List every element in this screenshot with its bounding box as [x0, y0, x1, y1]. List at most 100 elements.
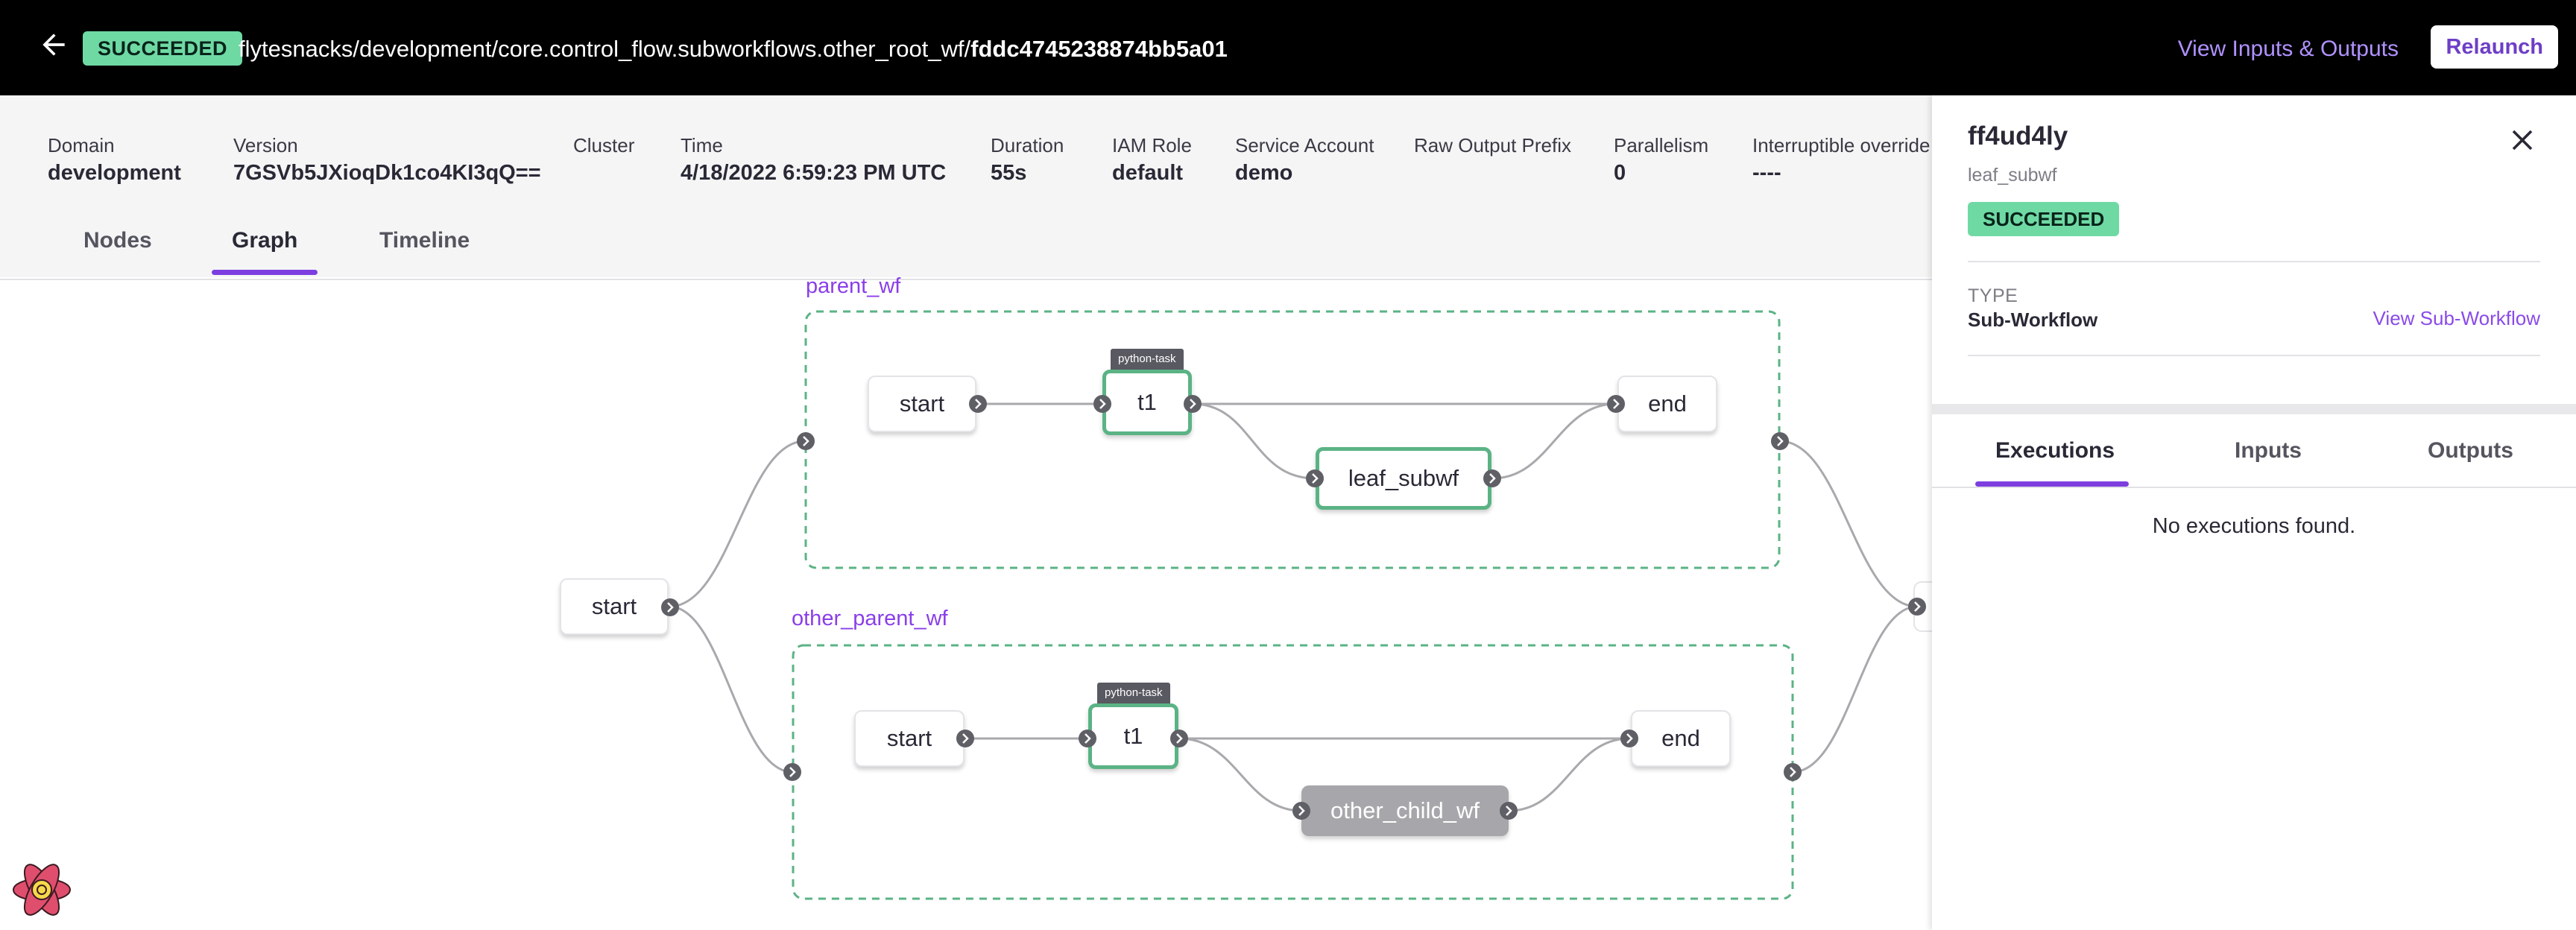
- root-start-node[interactable]: start: [560, 578, 669, 635]
- close-icon[interactable]: [2509, 127, 2536, 154]
- meta-value: default: [1112, 161, 1184, 185]
- type-value: Sub-Workflow: [1968, 309, 2098, 331]
- meta-value: development: [48, 161, 181, 185]
- meta-raw-output-prefix: Raw Output Prefix: [1414, 133, 1571, 158]
- chevron-right-icon: [661, 598, 679, 616]
- chevron-right-icon: [1093, 395, 1111, 413]
- edge: [669, 440, 806, 608]
- meta-cluster: Cluster: [573, 133, 634, 158]
- end-node[interactable]: end: [1617, 376, 1717, 432]
- view-inputs-outputs-link[interactable]: View Inputs & Outputs: [2177, 37, 2399, 61]
- meta-value: ----: [1752, 161, 1781, 185]
- node-subtitle: leaf_subwf: [1968, 165, 2057, 186]
- meta-service-account: Service Account demo: [1235, 133, 1374, 188]
- chevron-right-icon: [1607, 395, 1625, 413]
- chevron-right-icon: [1500, 802, 1518, 820]
- meta-label: Parallelism: [1614, 134, 1709, 156]
- divider: [0, 279, 1932, 280]
- meta-domain: Domain development: [48, 133, 181, 188]
- top-bar: SUCCEEDED flytesnacks/development/core.c…: [0, 0, 2576, 95]
- subworkflow-node[interactable]: other_child_wf: [1301, 785, 1509, 836]
- execution-id: fddc4745238874bb5a01: [970, 36, 1228, 62]
- workflow-graph[interactable]: parent_wf other_parent_wf start start py…: [0, 274, 1932, 930]
- section-separator: [1932, 404, 2576, 414]
- edge: [1779, 440, 1918, 608]
- edge: [1508, 737, 1630, 812]
- subworkflow-label: parent_wf: [806, 274, 901, 298]
- chevron-right-icon: [783, 763, 801, 781]
- node-details-panel: ff4ud4ly leaf_subwf SUCCEEDED TYPE Sub-W…: [1932, 95, 2576, 930]
- tab-timeline[interactable]: Timeline: [379, 228, 470, 253]
- meta-label: Time: [681, 134, 723, 156]
- divider: [1932, 487, 2576, 488]
- meta-value: 0: [1614, 161, 1626, 185]
- task-type-tag: python-task: [1111, 349, 1184, 370]
- meta-value: 55s: [991, 161, 1027, 185]
- meta-iam-role: IAM Role default: [1112, 133, 1192, 188]
- chevron-right-icon: [797, 432, 815, 450]
- tab-executions[interactable]: Executions: [1995, 438, 2115, 463]
- meta-time: Time 4/18/2022 6:59:23 PM UTC: [681, 133, 946, 188]
- meta-value: 7GSVb5JXioqDk1co4KI3qQ==: [233, 161, 541, 185]
- chevron-right-icon: [1908, 598, 1926, 616]
- type-label: TYPE: [1968, 285, 2018, 306]
- meta-value: demo: [1235, 161, 1293, 185]
- end-node[interactable]: end: [1631, 710, 1731, 767]
- tab-graph[interactable]: Graph: [232, 228, 298, 253]
- meta-interruptible-override: Interruptible override ----: [1752, 133, 1930, 188]
- relaunch-button[interactable]: Relaunch: [2431, 25, 2558, 69]
- chevron-right-icon: [1170, 730, 1188, 747]
- tab-inputs[interactable]: Inputs: [2235, 438, 2302, 463]
- task-node[interactable]: t1: [1102, 370, 1192, 435]
- meta-label: Interruptible override: [1752, 134, 1931, 156]
- chevron-right-icon: [1306, 469, 1324, 487]
- task-node[interactable]: t1: [1088, 703, 1178, 769]
- parent-wf-container: [804, 310, 1781, 569]
- tab-outputs[interactable]: Outputs: [2428, 438, 2513, 463]
- meta-label: Duration: [991, 134, 1064, 156]
- meta-label: IAM Role: [1112, 134, 1192, 156]
- chevron-right-icon: [969, 395, 987, 413]
- tab-nodes[interactable]: Nodes: [83, 228, 152, 253]
- chevron-right-icon: [1292, 802, 1310, 820]
- execution-status-badge: SUCCEEDED: [83, 31, 243, 66]
- edge: [669, 605, 793, 774]
- meta-version: Version 7GSVb5JXioqDk1co4KI3qQ==: [233, 133, 541, 188]
- meta-duration: Duration 55s: [991, 133, 1064, 188]
- chevron-right-icon: [1184, 395, 1202, 413]
- meta-label: Cluster: [573, 134, 635, 156]
- active-tab-indicator: [212, 270, 318, 275]
- meta-label: Raw Output Prefix: [1414, 134, 1571, 156]
- meta-label: Version: [233, 134, 298, 156]
- view-sub-workflow-link[interactable]: View Sub-Workflow: [2373, 307, 2540, 329]
- chevron-right-icon: [1483, 469, 1501, 487]
- divider: [1968, 355, 2540, 356]
- flyte-logo-icon: [13, 864, 71, 916]
- edge: [1178, 737, 1302, 812]
- other-parent-wf-container: [792, 644, 1794, 900]
- subworkflow-node[interactable]: leaf_subwf: [1316, 447, 1491, 510]
- chevron-right-icon: [1620, 730, 1638, 747]
- meta-label: Domain: [48, 134, 115, 156]
- edge: [1792, 605, 1918, 774]
- empty-state-message: No executions found.: [2152, 514, 2356, 538]
- back-arrow-icon[interactable]: [37, 28, 70, 61]
- chevron-right-icon: [1784, 763, 1802, 781]
- active-tab-indicator: [1975, 481, 2129, 487]
- start-node[interactable]: start: [854, 710, 965, 767]
- edge: [1491, 402, 1617, 480]
- edge: [1192, 402, 1316, 480]
- execution-path-prefix: flytesnacks/development/core.control_flo…: [239, 36, 971, 62]
- chevron-right-icon: [1771, 432, 1789, 450]
- node-name: ff4ud4ly: [1968, 121, 2068, 151]
- execution-path: flytesnacks/development/core.control_flo…: [239, 33, 1228, 66]
- meta-value: 4/18/2022 6:59:23 PM UTC: [681, 161, 947, 185]
- chevron-right-icon: [956, 730, 974, 747]
- divider: [1968, 261, 2540, 262]
- chevron-right-icon: [1079, 730, 1096, 747]
- meta-parallelism: Parallelism 0: [1614, 133, 1708, 188]
- node-status-badge: SUCCEEDED: [1968, 202, 2120, 236]
- start-node[interactable]: start: [868, 376, 976, 432]
- task-type-tag: python-task: [1097, 683, 1170, 703]
- subworkflow-label: other_parent_wf: [792, 607, 948, 630]
